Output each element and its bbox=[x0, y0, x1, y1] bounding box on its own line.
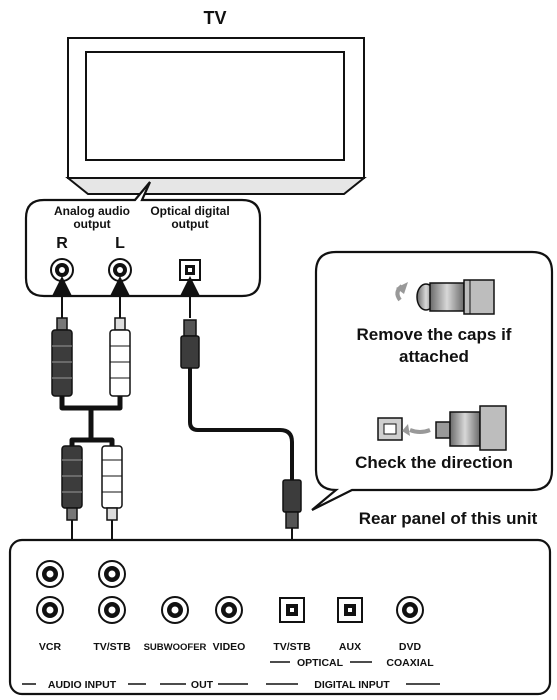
analog-audio-output-label: Analog audio bbox=[54, 204, 130, 218]
jack-label-subwoofer: SUBWOOFER bbox=[144, 642, 207, 653]
tv-title: TV bbox=[203, 8, 226, 28]
jack-label-aux: AUX bbox=[339, 641, 361, 653]
optical-cable bbox=[180, 319, 302, 529]
remove-caps-text: Remove the caps if bbox=[357, 325, 512, 344]
jack-label-dvd: DVD bbox=[399, 641, 422, 653]
check-direction-text: Check the direction bbox=[355, 453, 513, 472]
rca-plug-upper-left bbox=[109, 317, 131, 397]
remove-caps-text-2: attached bbox=[399, 347, 469, 366]
rca-plug-lower-left bbox=[101, 445, 123, 521]
right-channel-label: R bbox=[56, 235, 68, 252]
tv-optical-jack bbox=[179, 259, 201, 281]
tv-rca-jack-right bbox=[50, 258, 74, 282]
coaxial-jack-dvd bbox=[396, 596, 424, 624]
digital-input-group-label: DIGITAL INPUT bbox=[314, 679, 390, 691]
audio-input-group-label: AUDIO INPUT bbox=[48, 679, 117, 691]
tv-output-panel bbox=[24, 181, 262, 298]
optical-plug-with-cap-icon bbox=[395, 279, 495, 315]
rca-plug-lower-right bbox=[61, 445, 83, 521]
tv-rca-jack-left bbox=[108, 258, 132, 282]
tv-icon bbox=[65, 37, 367, 195]
rear-panel-title: Rear panel of this unit bbox=[359, 509, 538, 528]
optical-group-label: OPTICAL bbox=[297, 657, 344, 669]
rca-jack-subwoofer bbox=[161, 596, 189, 624]
left-channel-label: L bbox=[115, 235, 125, 252]
jack-label-vcr: VCR bbox=[39, 641, 62, 653]
analog-audio-output-label-2: output bbox=[73, 217, 110, 231]
rca-jack-tvstb-lower bbox=[98, 596, 126, 624]
optical-plug-direction-icon bbox=[377, 405, 507, 451]
optical-jack-aux bbox=[337, 597, 363, 623]
jack-label-tvstb-audio: TV/STB bbox=[93, 641, 131, 653]
rca-jack-vcr-lower bbox=[36, 596, 64, 624]
optical-digital-output-label-2: output bbox=[171, 217, 208, 231]
jack-label-video: VIDEO bbox=[213, 641, 246, 653]
optical-jack-tvstb bbox=[279, 597, 305, 623]
rca-jack-video bbox=[215, 596, 243, 624]
optical-digital-output-label: Optical digital bbox=[150, 204, 229, 218]
rca-jack-vcr-upper bbox=[36, 560, 64, 588]
rca-plug-upper-right bbox=[51, 317, 73, 397]
out-group-label: OUT bbox=[191, 679, 214, 691]
jack-label-tvstb-optical: TV/STB bbox=[273, 641, 311, 653]
rca-jack-tvstb-upper bbox=[98, 560, 126, 588]
coaxial-label: COAXIAL bbox=[386, 657, 434, 669]
analog-audio-cable bbox=[59, 396, 123, 446]
